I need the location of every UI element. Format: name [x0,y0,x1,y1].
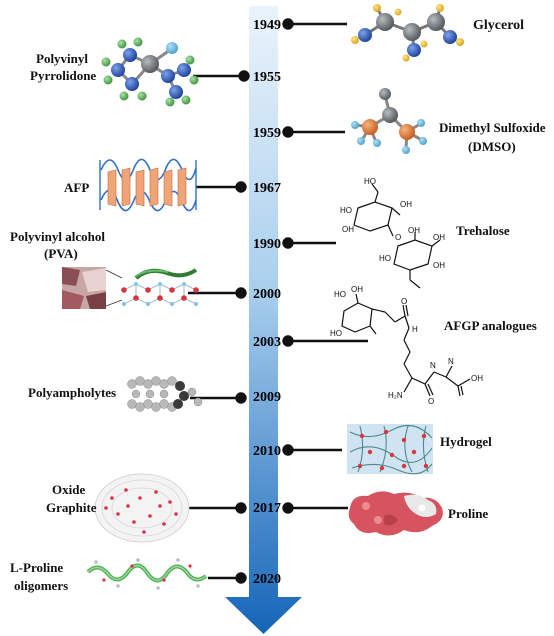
dot-2000 [235,287,247,299]
dot-1959 [282,126,294,138]
chem-oh4: OH [433,233,445,242]
chem-o3: O [428,397,434,406]
year-1990: 1990 [253,237,281,252]
glycerol-label: Glycerol [473,18,524,33]
afp-protein-image [99,158,197,212]
graphene-oxide-sheet-image [94,473,190,543]
year-1967: 1967 [253,181,281,196]
glycerol-molecule-image [351,4,464,62]
pva-ice-lattice-image [121,268,199,306]
dot-2010 [282,444,294,456]
chem-oh7: OH [471,374,483,383]
year-2020: 2020 [253,572,281,587]
timeline-years: 1949 1955 1959 1967 1990 2000 2003 2009 … [253,18,281,587]
lproline-label-line1: L-Proline [10,560,63,575]
hydrogel-label: Hydrogel [440,434,492,449]
chem-ho2: HO [340,206,352,215]
year-1955: 1955 [253,70,281,85]
afgp-atom-labels: HO OH HO O H N H₂N O N OH [330,285,483,406]
polyampholytes-molecule-image [127,376,203,412]
year-2003: 2003 [253,335,281,350]
hydrogel-network-image [347,424,433,475]
pvp-molecule-image [101,37,199,107]
dot-2003 [282,335,294,347]
afgp-label: AFGP analogues [444,318,537,333]
year-2009: 2009 [253,390,281,405]
dot-1990 [282,237,294,249]
year-1949: 1949 [253,18,281,33]
chem-oh5: OH [433,261,445,270]
chem-n1: N [448,357,454,366]
dot-2017-right [282,502,294,514]
year-2010: 2010 [253,444,281,459]
timeline-arrow [225,6,302,634]
proline-label: Proline [448,506,488,521]
lproline-label-line2: oligomers [14,578,68,593]
year-2000: 2000 [253,287,281,302]
afp-label: AFP [64,180,89,195]
chem-oh6: OH [351,285,363,294]
dmso-label-line1: Dimethyl Sulfoxide [439,120,546,135]
connectors [188,18,368,584]
proline-protein-image [348,491,443,536]
chem-oh3: OH [408,226,420,235]
dot-1955 [238,70,250,82]
afgp-structure-image [341,293,471,397]
graphite-label-line2: Graphite [46,500,97,515]
pva-micrograph-image [62,267,123,309]
chem-h2n: H₂N [388,391,403,400]
chem-ho1: HO [364,177,376,186]
dot-2009 [235,392,247,404]
year-1959: 1959 [253,126,281,141]
year-2017: 2017 [253,501,281,516]
chem-ho3: HO [379,254,391,263]
chem-n2: N [430,361,436,370]
chem-ho4: HO [334,290,346,299]
chem-ho5: HO [330,329,342,338]
pvp-label-line2: Pyrrolidone [30,68,96,83]
trehalose-atom-labels: HO OH HO OH O OH OH HO OH [340,177,445,270]
dmso-molecule-image [351,88,427,154]
pvp-label-line1: Polyvinyl [36,51,88,66]
chem-oh1: OH [400,200,412,209]
chem-o1: O [395,233,401,242]
pva-label-line2: (PVA) [44,246,78,261]
chem-oh2: OH [342,225,354,234]
l-proline-oligomers-image [86,558,208,590]
dmso-label-line2: (DMSO) [468,139,516,154]
graphite-label-line1: Oxide [52,482,85,497]
chem-o2: O [401,297,407,306]
trehalose-structure-image [353,183,441,289]
pva-label-line1: Polyvinyl alcohol [10,229,105,244]
dot-2020 [235,572,247,584]
dot-1967 [235,181,247,193]
dot-2017 [235,502,247,514]
dot-1949 [282,18,294,30]
chem-h: H [412,325,418,334]
polyampholytes-label: Polyampholytes [28,385,116,400]
trehalose-label: Trehalose [456,223,510,238]
